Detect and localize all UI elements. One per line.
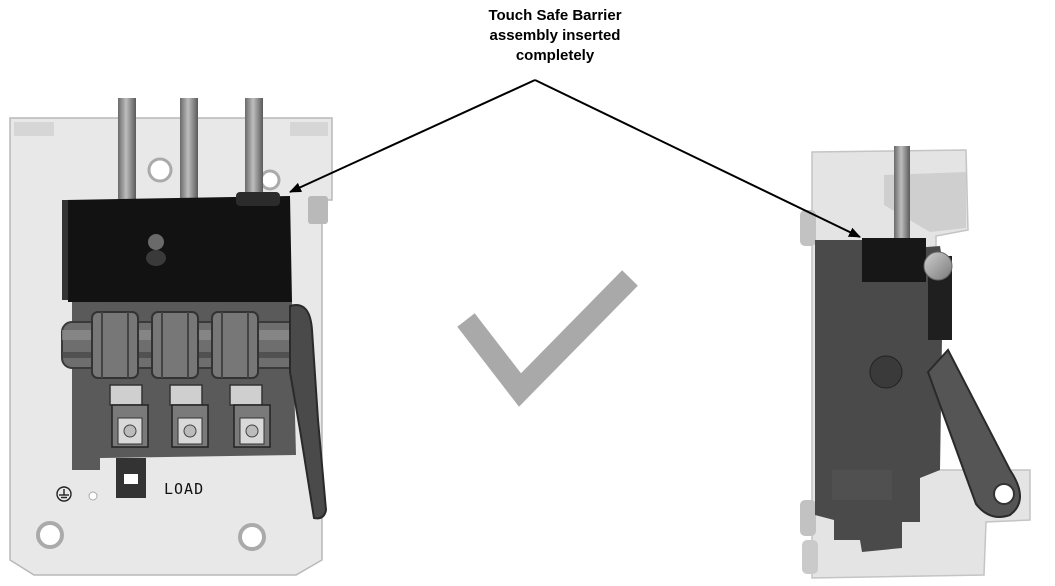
callout-arrows [289,79,861,238]
check-mark-icon [457,270,638,407]
barrier-screw [148,234,164,250]
callout-arrow-left [289,79,536,193]
callout-label: Touch Safe Barrier assembly inserted com… [440,6,670,66]
callout-line-3: completely [515,47,595,64]
callout-line-1: Touch Safe Barrier [488,7,622,24]
input-rod [894,146,910,244]
right-disconnect-switch [800,146,1031,579]
ground-icon [56,486,72,502]
mounting-hole [147,157,173,183]
touch-safe-barrier [862,238,926,282]
callout-line-2: assembly inserted [489,27,621,44]
input-rod [180,98,198,208]
load-label: LOAD [164,480,204,498]
mounting-hole [36,521,64,549]
barrier-knob [923,251,953,281]
input-rod [245,98,263,208]
left-disconnect-switch: LOAD [9,98,333,576]
callout-arrow-right [534,79,861,238]
mounting-hole [259,169,281,191]
operating-handle [926,348,1021,518]
load-terminals [109,384,271,448]
shaft-end [869,355,903,389]
mounting-hole [238,523,266,551]
operating-handle [289,304,328,520]
touch-safe-barrier [66,196,292,302]
input-rod [118,98,136,208]
